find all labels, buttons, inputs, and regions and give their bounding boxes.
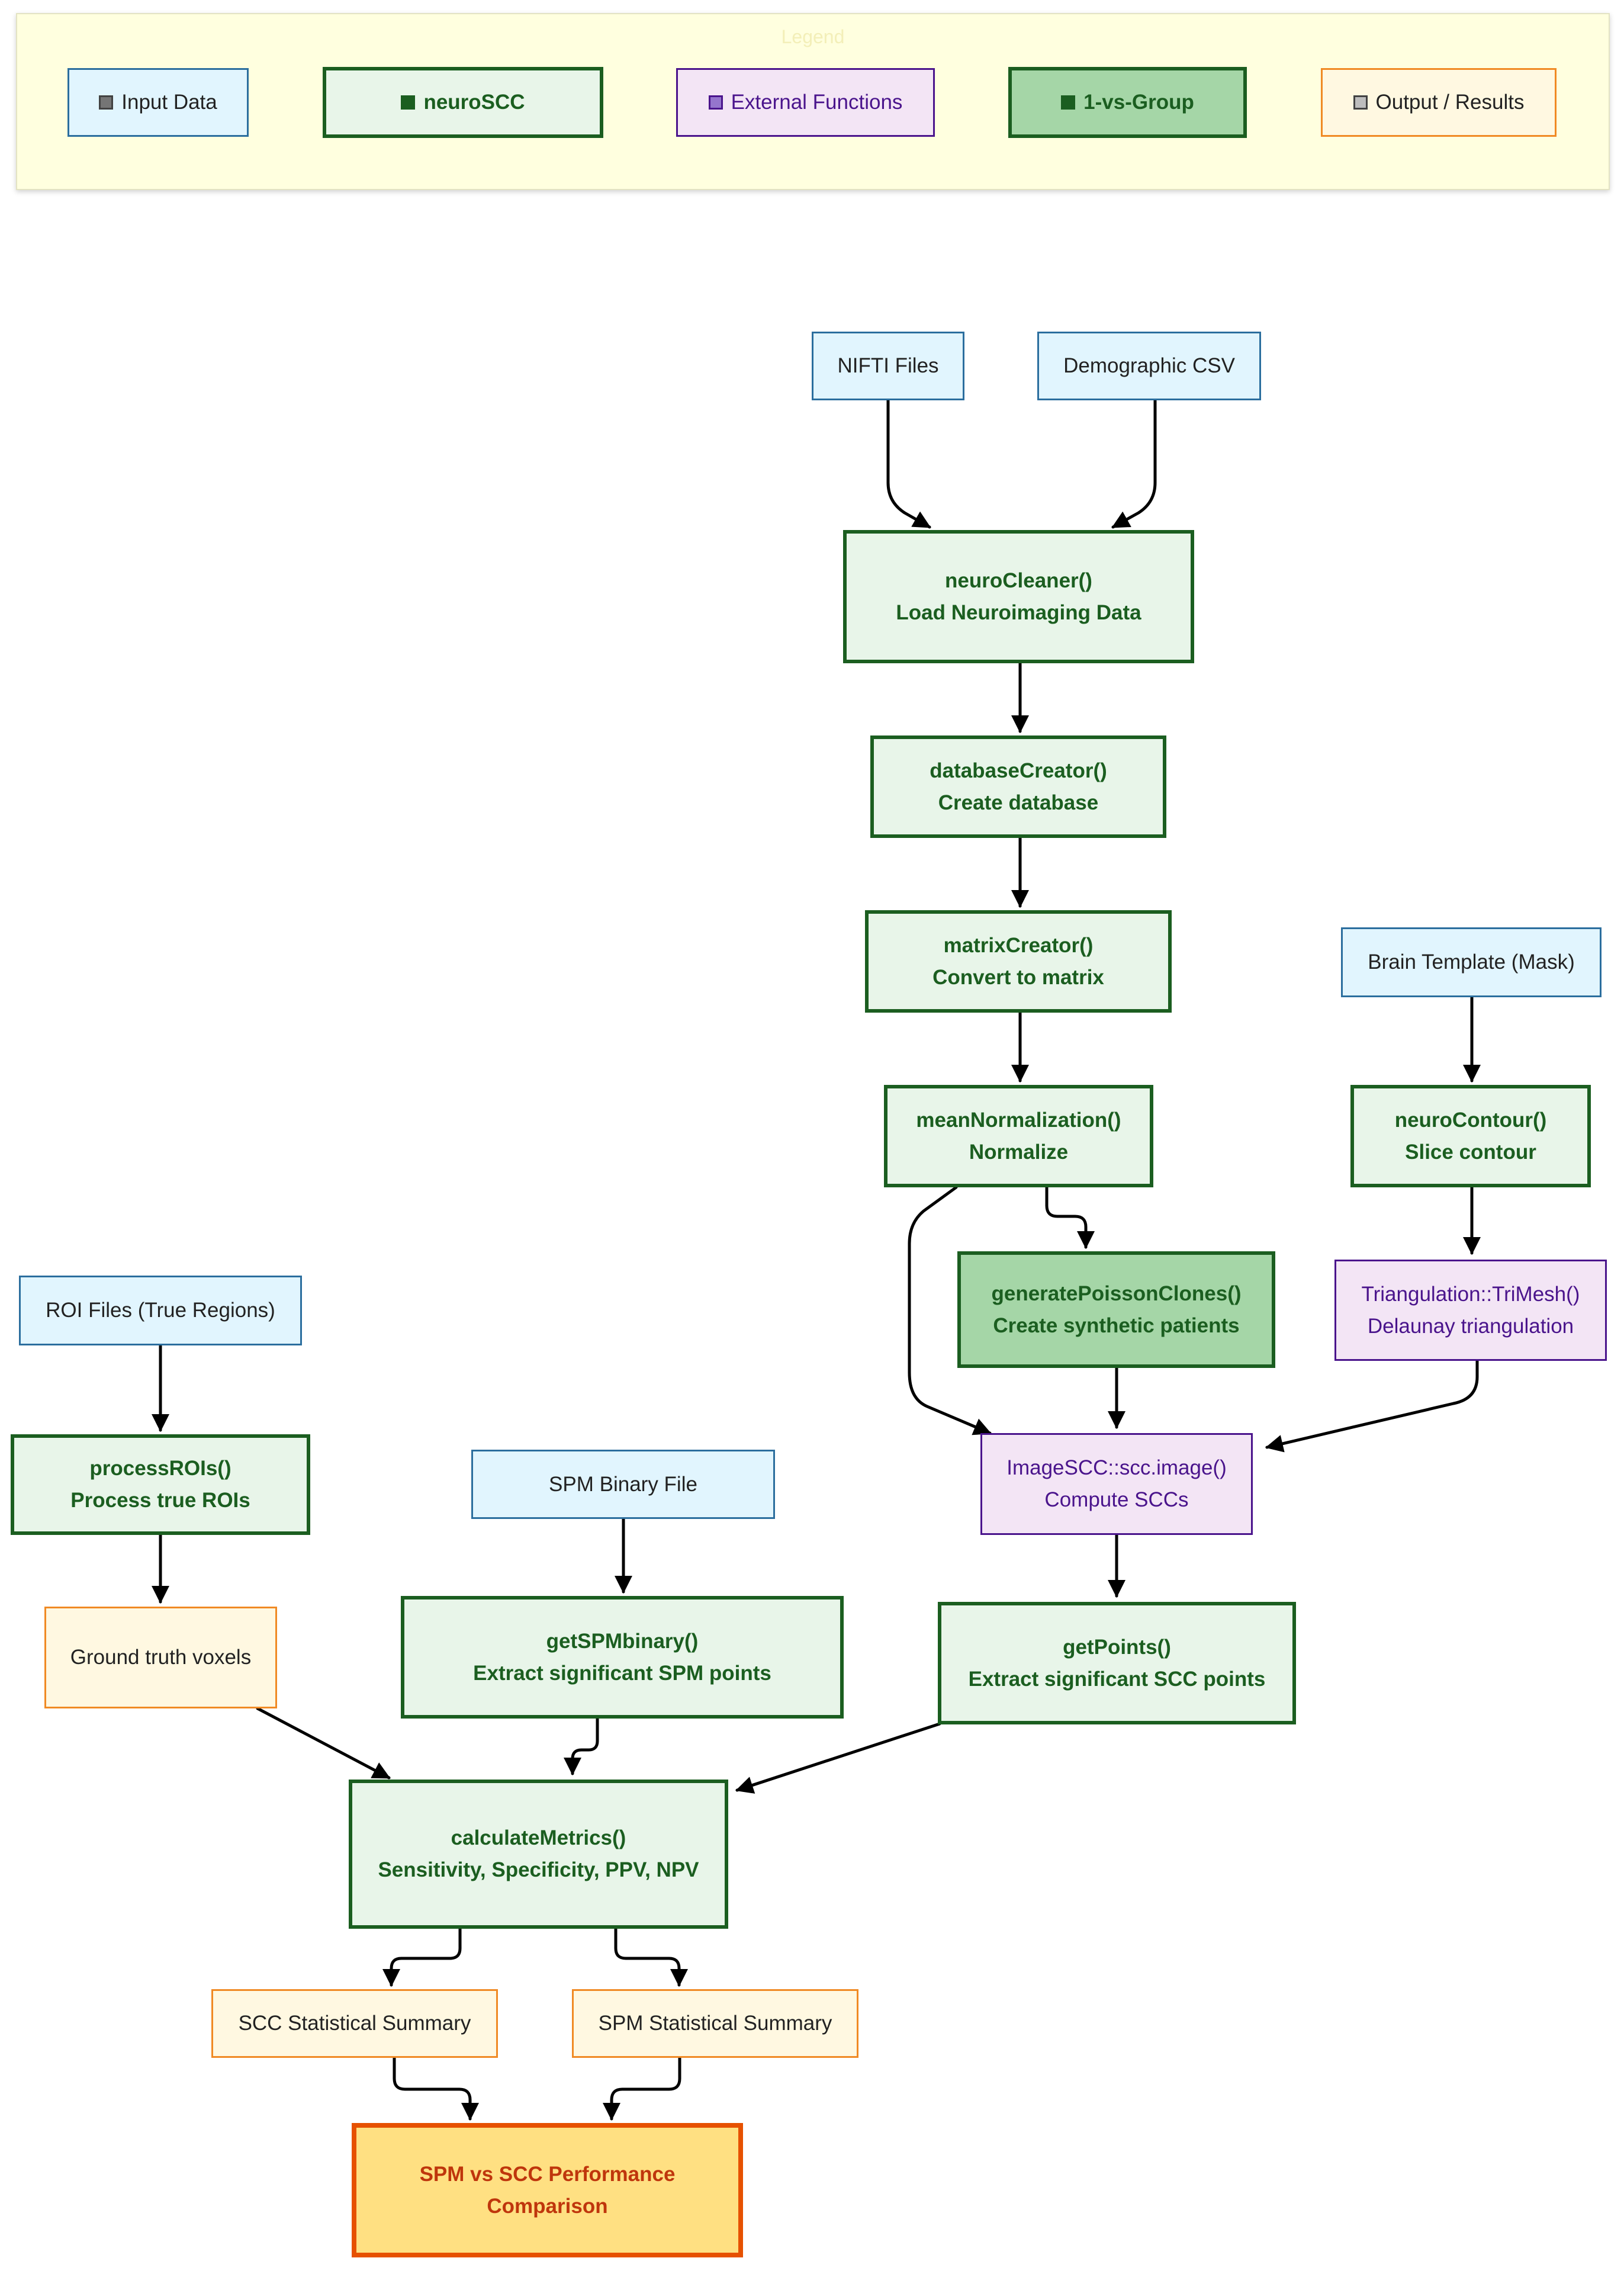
edge-getpts-to-calc xyxy=(735,1722,941,1794)
node-line: Normalize xyxy=(969,1140,1069,1164)
node-matrixcreator: matrixCreator() Convert to matrix xyxy=(865,910,1172,1013)
legend-item-1-vs-group: 1-vs-Group xyxy=(1008,67,1247,138)
node-databasecreator: databaseCreator() Create database xyxy=(870,735,1166,838)
node-line: meanNormalization() xyxy=(916,1108,1121,1132)
legend-item-neuroscc: neuroSCC xyxy=(323,67,603,138)
node-getspmbinary: getSPMbinary() Extract significant SPM po… xyxy=(401,1596,844,1719)
node-neurocleaner: neuroCleaner() Load Neuroimaging Data xyxy=(843,530,1194,663)
node-line: Delaunay triangulation xyxy=(1367,1314,1574,1338)
node-line: Brain Template (Mask) xyxy=(1368,950,1575,974)
edge-nifti-to-cleaner xyxy=(886,398,931,529)
node-line: getPoints() xyxy=(1063,1635,1171,1659)
node-line: generatePoissonClones() xyxy=(991,1281,1242,1305)
legend-label: Input Data xyxy=(121,91,217,114)
node-getpoints: getPoints() Extract significant SCC point… xyxy=(938,1602,1296,1724)
node-line: Extract significant SPM points xyxy=(473,1661,771,1685)
node-line: neuroContour() xyxy=(1394,1108,1547,1132)
node-line: SCC Statistical Summary xyxy=(238,2012,471,2035)
node-ground-truth-voxels: Ground truth voxels xyxy=(44,1607,277,1708)
node-line: databaseCreator() xyxy=(930,759,1107,782)
node-line: getSPMbinary() xyxy=(546,1629,699,1653)
node-line: Create synthetic patients xyxy=(993,1313,1240,1337)
legend-item-input-data: Input Data xyxy=(67,68,249,137)
edge-spmsum-to-final xyxy=(603,2055,681,2121)
node-processrois: processROIs() Process true ROIs xyxy=(11,1434,310,1535)
node-line: Triangulation::TriMesh() xyxy=(1361,1282,1580,1306)
edge-demo-to-cleaner xyxy=(1111,398,1157,529)
legend-swatch-input-icon xyxy=(99,95,114,110)
node-meannormalization: meanNormalization() Normalize xyxy=(884,1085,1153,1187)
legend-label: Output / Results xyxy=(1375,91,1525,114)
node-line: Convert to matrix xyxy=(932,965,1104,989)
edge-meann-to-poisson xyxy=(1045,1186,1095,1249)
node-neurocontour: neuroContour() Slice contour xyxy=(1350,1085,1591,1187)
node-line: ROI Files (True Regions) xyxy=(46,1299,275,1322)
edge-sccsum-to-final xyxy=(393,2055,479,2121)
node-generatepoissonclones: generatePoissonClones() Create synthetic … xyxy=(957,1251,1275,1368)
node-line: neuroCleaner() xyxy=(945,568,1092,592)
node-demographic-csv: Demographic CSV xyxy=(1037,332,1261,400)
legend-swatch-core-icon xyxy=(401,95,416,110)
edge-tri-to-scc xyxy=(1265,1359,1479,1453)
node-line: Demographic CSV xyxy=(1063,354,1235,377)
legend-title: Legend xyxy=(781,26,845,47)
edge-calc-to-spmsum xyxy=(614,1926,688,1987)
node-brain-template: Brain Template (Mask) xyxy=(1341,927,1602,997)
node-line: SPM Binary File xyxy=(549,1472,697,1496)
edge-gt-to-calc xyxy=(256,1707,391,1780)
node-line: calculateMetrics() xyxy=(451,1826,626,1849)
legend-label: 1-vs-Group xyxy=(1083,91,1194,114)
legend-label: External Functions xyxy=(731,91,903,114)
node-line: Slice contour xyxy=(1405,1140,1536,1164)
node-line: Process true ROIs xyxy=(70,1489,250,1512)
node-line: matrixCreator() xyxy=(943,933,1094,957)
legend-swatch-output-icon xyxy=(1353,95,1368,110)
legend-swatch-external-icon xyxy=(708,95,723,110)
legend-item-external-functions: External Functions xyxy=(676,68,935,137)
node-line: Compute SCCs xyxy=(1044,1488,1189,1511)
node-line: Load Neuroimaging Data xyxy=(896,600,1141,624)
node-imagescc-scc-image: ImageSCC::scc.image()Compute SCCs xyxy=(980,1433,1253,1535)
edge-calc-to-sccsum xyxy=(382,1926,462,1987)
edge-meann-to-scc xyxy=(908,1186,992,1435)
node-spm-binary-file: SPM Binary File xyxy=(471,1450,775,1519)
legend-item-output-results: Output / Results xyxy=(1321,68,1557,137)
node-line: Create database xyxy=(938,791,1099,814)
node-line: Ground truth voxels xyxy=(70,1646,252,1669)
node-scc-statistical-summary: SCC Statistical Summary xyxy=(211,1989,498,2058)
node-line: processROIs() xyxy=(89,1457,231,1480)
node-line: Sensitivity, Specificity, PPV, NPV xyxy=(378,1858,699,1881)
node-line: Extract significant SCC points xyxy=(968,1667,1266,1691)
node-line: NIFTI Files xyxy=(837,354,939,377)
node-calculatemetrics: calculateMetrics() Sensitivity, Specifici… xyxy=(349,1780,728,1929)
node-triangulation-trimesh: Triangulation::TriMesh()Delaunay triangu… xyxy=(1334,1260,1607,1361)
node-line: SPM vs SCC Performance xyxy=(419,2162,676,2186)
legend-swatch-group-icon xyxy=(1061,95,1076,110)
edge-getspm-to-calc xyxy=(564,1716,599,1775)
node-line: SPM Statistical Summary xyxy=(598,2012,832,2035)
node-line: ImageSCC::scc.image() xyxy=(1006,1456,1227,1479)
legend-label: neuroSCC xyxy=(423,91,525,114)
node-spm-statistical-summary: SPM Statistical Summary xyxy=(572,1989,858,2058)
node-roi-files: ROI Files (True Regions) xyxy=(19,1276,302,1345)
node-line: Comparison xyxy=(487,2194,608,2218)
node-nifti-files: NIFTI Files xyxy=(812,332,964,400)
